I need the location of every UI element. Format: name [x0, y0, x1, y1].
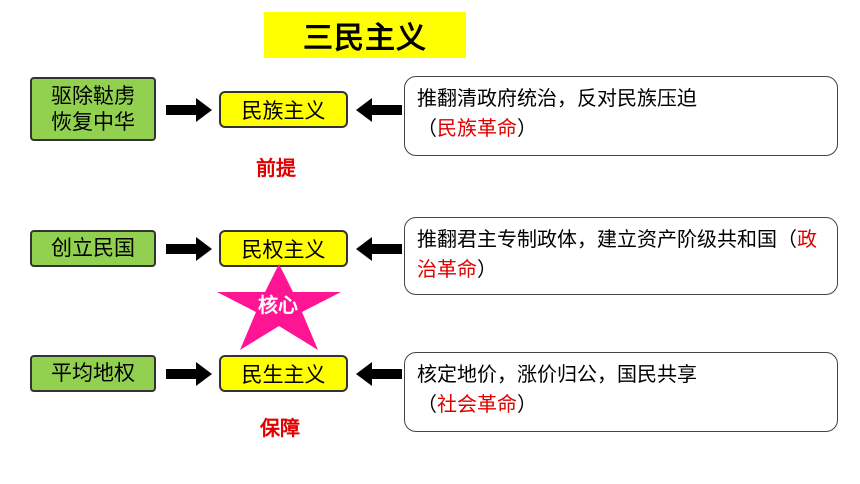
desc-box-nationalism: 推翻清政府统治，反对民族压迫 （民族革命） — [404, 76, 838, 156]
desc-box-livelihood: 核定地价，涨价归公，国民共享 （社会革命） — [404, 352, 838, 432]
goal-line-1: 平均地权 — [51, 361, 135, 386]
revolution-tag: 民族革命 — [437, 116, 517, 140]
revolution-tag: 政治革命 — [417, 227, 817, 281]
star-icon — [217, 264, 341, 350]
goal-line-1: 驱除鞑虏 — [51, 83, 135, 108]
goal-box-democracy: 创立民国 — [30, 230, 156, 267]
desc-tag-close: ） — [477, 257, 497, 281]
desc-tag-open: （ — [417, 116, 437, 140]
arrow-right-icon — [166, 237, 212, 261]
principle-box-nationalism: 民族主义 — [219, 91, 348, 128]
desc-tag-close: ） — [517, 116, 537, 140]
desc-box-democracy: 推翻君主专制政体，建立资产阶级共和国（政治革命） — [404, 217, 838, 295]
desc-tag-close: ） — [517, 392, 537, 416]
note-label-guarantee: 保障 — [260, 416, 300, 440]
diagram-title: 三民主义 — [264, 12, 466, 58]
arrow-left-icon — [356, 237, 402, 261]
arrow-left-icon — [356, 98, 402, 122]
desc-tag-open: （ — [777, 227, 797, 251]
revolution-tag: 社会革命 — [437, 392, 517, 416]
note-label-premise: 前提 — [256, 156, 296, 180]
goal-box-nationalism: 驱除鞑虏 恢复中华 — [30, 77, 156, 141]
desc-text: 推翻君主专制政体，建立资产阶级共和国 — [417, 227, 777, 251]
arrow-right-icon — [166, 362, 212, 386]
arrow-right-icon — [166, 98, 212, 122]
goal-line-1: 创立民国 — [51, 236, 135, 261]
goal-line-2: 恢复中华 — [51, 110, 135, 134]
principle-box-democracy: 民权主义 — [219, 230, 348, 267]
desc-tag-open: （ — [417, 392, 437, 416]
desc-text: 核定地价，涨价归公，国民共享 — [417, 362, 697, 386]
arrow-left-icon — [356, 362, 402, 386]
principle-box-livelihood: 民生主义 — [219, 355, 348, 392]
goal-box-livelihood: 平均地权 — [30, 355, 156, 392]
desc-text: 推翻清政府统治，反对民族压迫 — [417, 86, 697, 110]
core-label: 核心 — [258, 293, 298, 317]
